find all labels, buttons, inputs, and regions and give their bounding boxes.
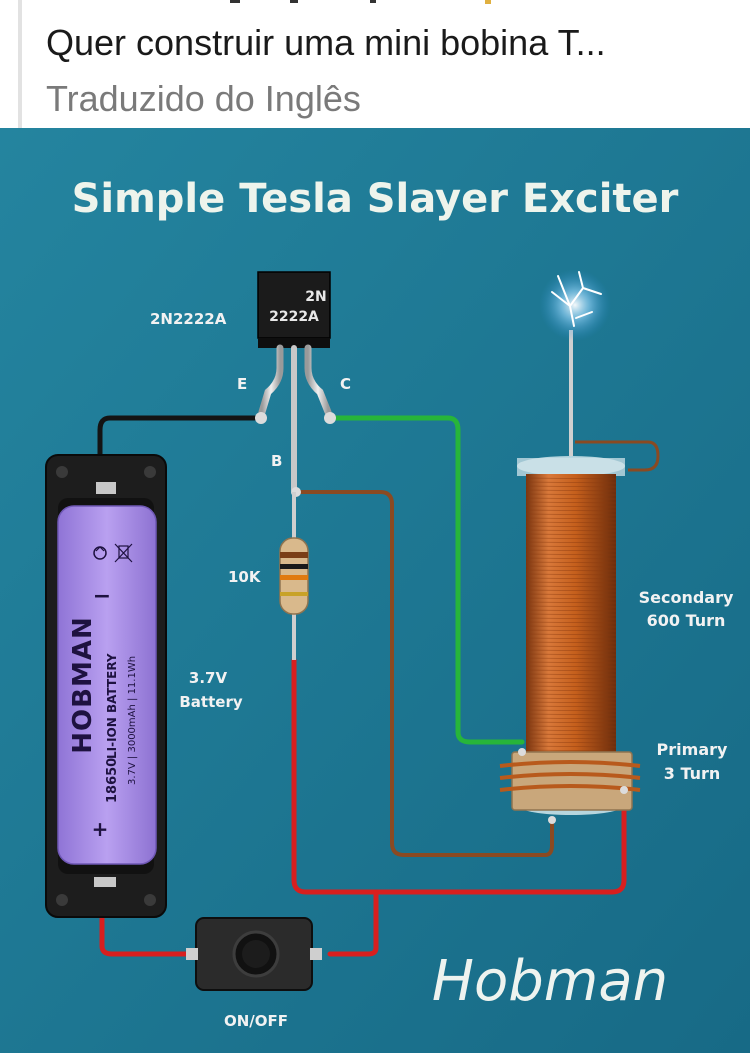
resistor-10k [279, 492, 309, 660]
battery-label-line2: Battery [179, 693, 242, 711]
battery-model: 18650 [105, 758, 120, 803]
diagram-heading: Simple Tesla Slayer Exciter [72, 176, 679, 222]
pin-collector-label: C [340, 375, 351, 393]
wire-green-collector [329, 415, 525, 745]
wire-red-switch-out [327, 889, 379, 957]
battery-18650: HOBMAN 18650 LI-ION BATTERY 3.7V | 3000m… [57, 505, 157, 865]
pin-base-label: B [271, 452, 282, 470]
transistor-label: 2N2222A [150, 310, 227, 328]
primary-label-line2: 3 Turn [664, 764, 721, 783]
wire-black-emitter [97, 415, 263, 481]
secondary-label-line1: Secondary [639, 588, 734, 607]
wire-brown-base [294, 490, 554, 857]
battery-plus-sign: + [92, 817, 109, 841]
pin-emitter-label: E [237, 375, 247, 393]
switch-label: ON/OFF [224, 1012, 288, 1030]
spark-icon [539, 269, 611, 341]
primary-coil [499, 748, 641, 824]
wire-red-positive [291, 657, 627, 895]
battery-brand: HOBMAN [68, 616, 98, 753]
battery-type: LI-ION BATTERY [105, 653, 119, 759]
on-off-switch [186, 917, 322, 991]
battery-minus-sign: − [93, 584, 111, 609]
battery-specs: 3.7V | 3000mAh | 11.1Wh [127, 656, 138, 785]
tesla-circuit-diagram: Simple Tesla Slayer Exciter 2N 2222A 2N2… [0, 128, 750, 1053]
translated-from-link[interactable]: Traduzido do Inglês [46, 78, 361, 119]
quote-rule [18, 0, 22, 128]
top-terminal-rod [569, 330, 660, 472]
secondary-label-line2: 600 Turn [647, 611, 726, 630]
recycle-icon [93, 546, 107, 560]
battery-label-line1: 3.7V [189, 669, 228, 687]
crossed-bin-icon [114, 543, 133, 563]
hobman-signature: Hobman [432, 949, 668, 1014]
primary-label-line1: Primary [657, 740, 728, 759]
wire-red-battery-bottom [99, 892, 195, 957]
post-title[interactable]: Quer construir uma mini bobina T... [46, 22, 606, 63]
transistor-body-line2: 2222A [269, 309, 319, 325]
resistor-label: 10K [228, 568, 262, 586]
post-image[interactable]: Simple Tesla Slayer Exciter 2N 2222A 2N2… [0, 128, 750, 1053]
transistor-body-line1: 2N [305, 289, 326, 305]
cropped-text-fragment [230, 0, 491, 4]
post-header: Quer construir uma mini bobina T... Trad… [0, 0, 750, 128]
